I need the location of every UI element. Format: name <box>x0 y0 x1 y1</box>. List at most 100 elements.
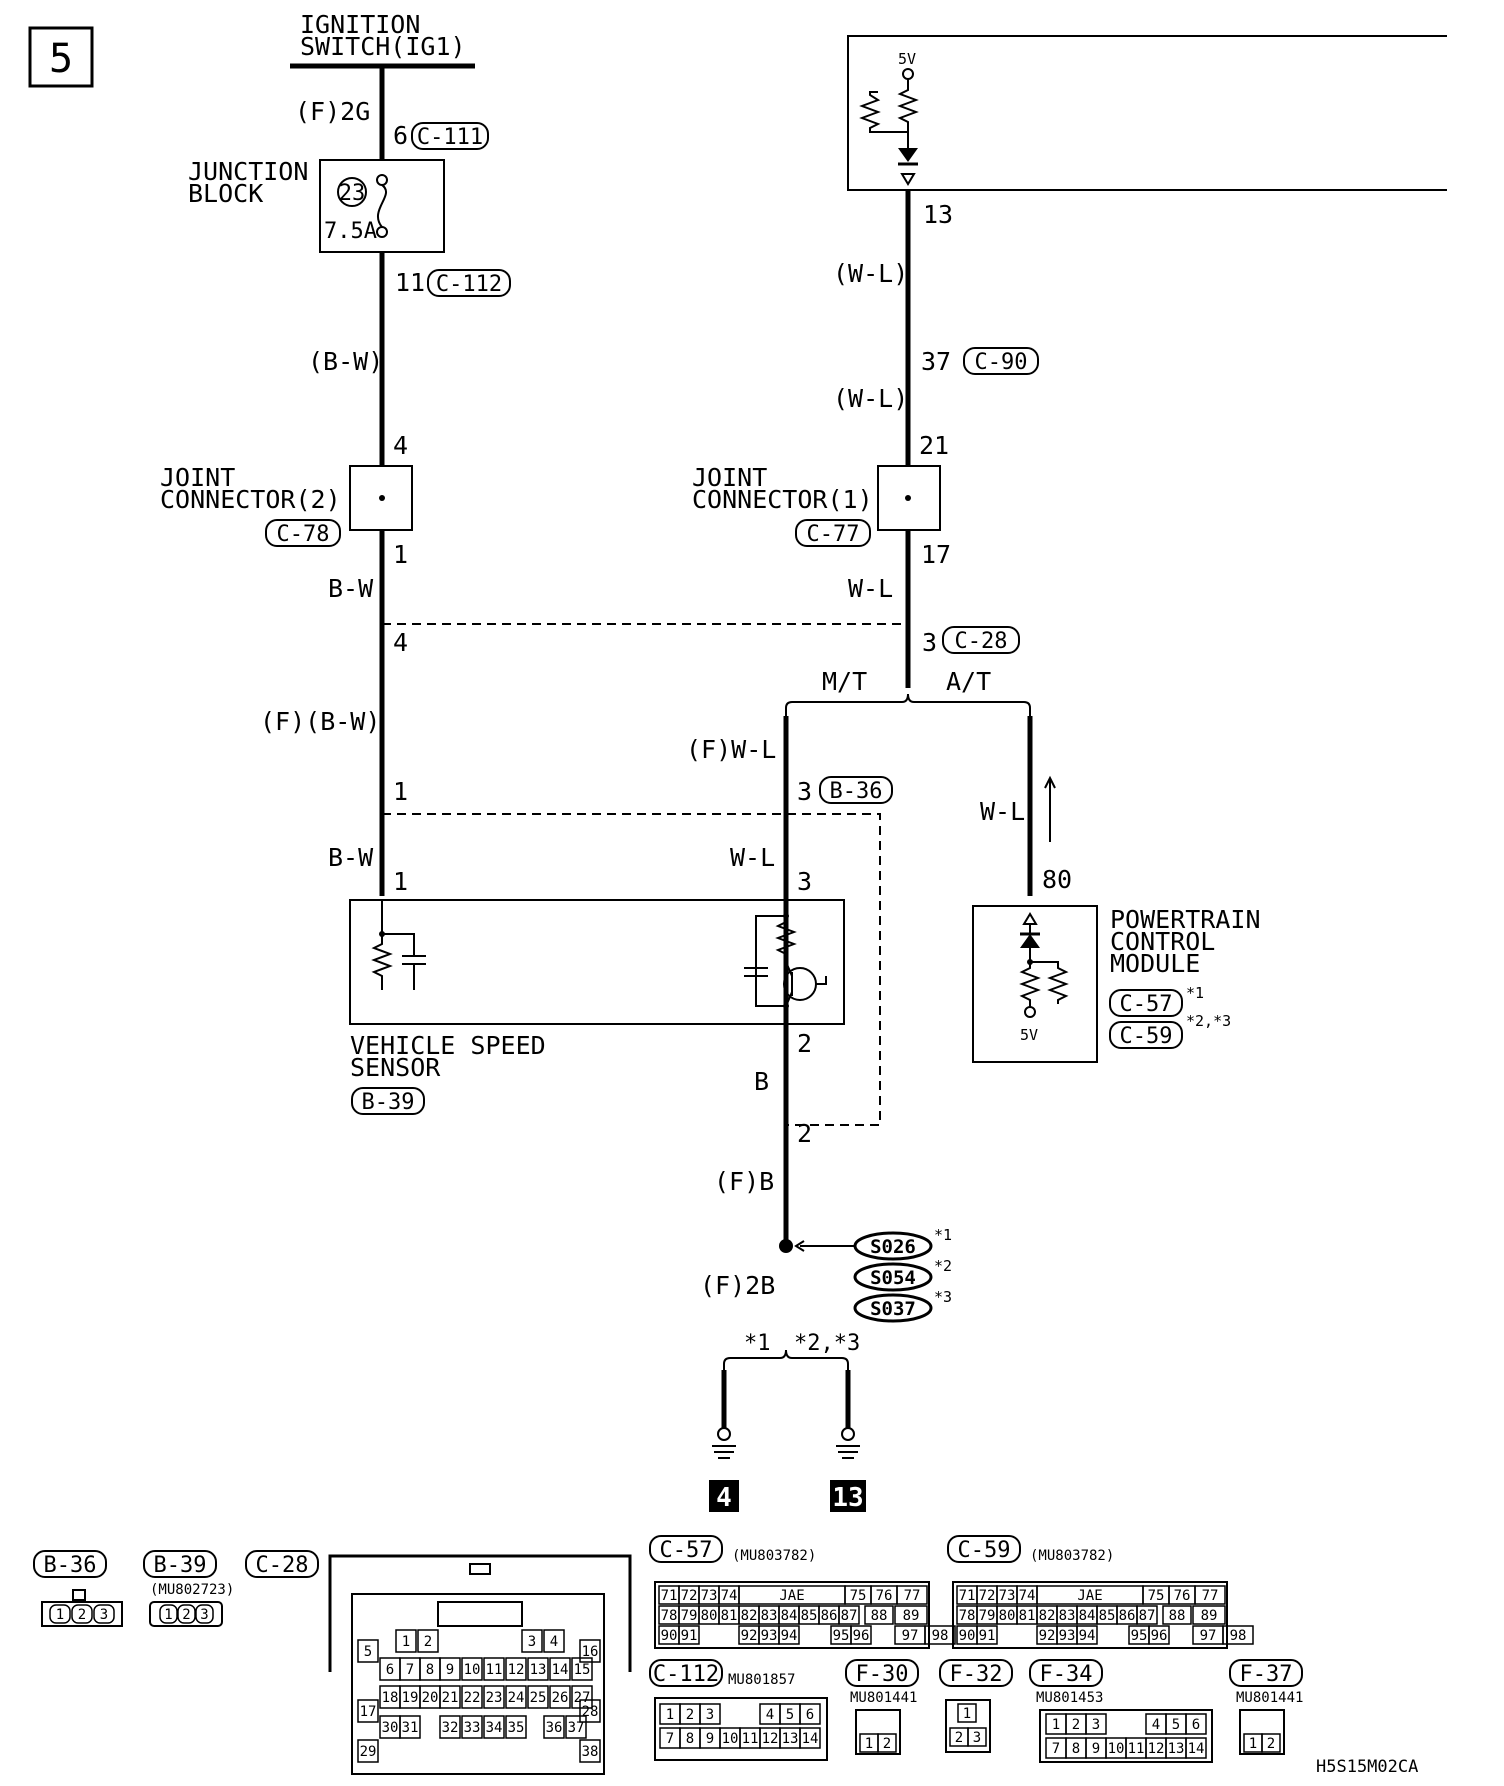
pcm-top-5v: 5V <box>898 50 916 68</box>
c28-pin-35: 35 <box>508 1720 525 1736</box>
f34-pin-10: 10 <box>1108 1741 1125 1757</box>
b39-pin-1: 1 <box>164 1607 172 1623</box>
c28-pin-23-cell <box>483 1685 505 1709</box>
c59-pin-91-cell <box>976 1625 998 1645</box>
b39-pin-2: 2 <box>182 1607 190 1623</box>
c59-pin-75: 75 <box>1148 1588 1165 1604</box>
c28-pin-22: 22 <box>464 1690 481 1706</box>
pin-1a: 1 <box>393 540 408 569</box>
wire-wl-2: W-L <box>730 843 775 872</box>
c57-pin-83: 83 <box>761 1608 778 1624</box>
pin-1c: 1 <box>393 867 408 896</box>
vss-resistor-left <box>371 934 393 990</box>
c28-pin-6: 6 <box>386 1662 394 1678</box>
c28-pin-9-cell <box>439 1657 461 1681</box>
face-f32-label: F-32 <box>950 1662 1003 1687</box>
f34-pin-3-cell <box>1085 1713 1107 1735</box>
face-b36-box <box>33 1550 107 1578</box>
c59-pin-85: 85 <box>1099 1608 1116 1624</box>
pcm-5v-terminal <box>1024 1006 1036 1018</box>
c28-pin-13-cell <box>527 1657 549 1681</box>
pin-2a: 2 <box>797 1029 812 1058</box>
c57-pin-94-cell <box>778 1625 800 1645</box>
c28-pin-25-cell <box>527 1685 549 1709</box>
c28-pin-5-cell <box>357 1639 379 1663</box>
f30-pin-2: 2 <box>883 1736 891 1752</box>
c28-pin-4-cell <box>543 1629 565 1653</box>
c59-pin-80: 80 <box>999 1608 1016 1624</box>
c28-pin-37-cell <box>565 1715 587 1739</box>
b36-pin-1: 1 <box>56 1607 64 1623</box>
face-b39-box <box>143 1550 217 1578</box>
c28-pin-17-cell <box>357 1699 379 1723</box>
face-c28-box <box>245 1550 319 1578</box>
ground-ref-13: 13 <box>832 1483 863 1513</box>
face-f37-part: MU801441 <box>1236 1690 1303 1706</box>
conn-c28-box <box>942 626 1020 654</box>
f34-pin-2: 2 <box>1072 1717 1080 1733</box>
c57-pin-87: 87 <box>841 1608 858 1624</box>
c112-pin-3: 3 <box>706 1707 714 1723</box>
c57-pin-91-cell <box>678 1625 700 1645</box>
conn-c57-box <box>1109 989 1183 1017</box>
conn-c112-box <box>427 269 511 297</box>
ground-ref-4-box <box>709 1480 739 1512</box>
c28-pin-34-cell <box>483 1715 505 1739</box>
face-b39-label: B-39 <box>154 1553 207 1578</box>
c28-pin-21: 21 <box>442 1690 459 1706</box>
c57-pin-96: 96 <box>853 1628 870 1644</box>
c28-pin-4: 4 <box>550 1634 558 1650</box>
c28-pin-36-cell <box>543 1715 565 1739</box>
c112-pin-12: 12 <box>762 1731 779 1747</box>
f32-pin-3-cell <box>967 1727 987 1747</box>
vss-label-1: VEHICLE SPEED <box>350 1031 546 1060</box>
face-c57-part: (MU803782) <box>732 1548 816 1564</box>
c112-pin-3-cell <box>699 1703 721 1725</box>
vss-node-bottom <box>783 1003 789 1009</box>
c57-pin-80: 80 <box>701 1608 718 1624</box>
pcm-top-resistor-1 <box>897 79 919 148</box>
branch-right-note: *2,*3 <box>794 1331 860 1356</box>
pin-37: 37 <box>921 347 951 376</box>
b36-pin-2: 2 <box>78 1607 86 1623</box>
c59-pin-77-cell <box>1194 1585 1226 1605</box>
face-b39 <box>149 1601 223 1627</box>
c57-pin-76: 76 <box>876 1588 893 1604</box>
c28-pin-27: 27 <box>574 1690 591 1706</box>
c59-pin-JAE: JAE <box>1077 1588 1102 1604</box>
fuse-terminal-bottom <box>376 226 388 238</box>
face-f34-part: MU801453 <box>1036 1690 1103 1706</box>
pcm-label-3: MODULE <box>1110 949 1200 978</box>
ground-ref-4: 4 <box>716 1483 732 1513</box>
b39-pin-2-cell <box>177 1604 196 1624</box>
c57-pin-86: 86 <box>821 1608 838 1624</box>
splice-s026: S026 <box>870 1236 916 1258</box>
c28-pin-11-cell <box>483 1657 505 1681</box>
face-c28-label: C-28 <box>256 1553 309 1578</box>
face-f34-label: F-34 <box>1040 1662 1093 1687</box>
c59-pin-94: 94 <box>1079 1628 1096 1644</box>
f37-pin-2: 2 <box>1267 1736 1275 1752</box>
c57-pin-98: 98 <box>932 1628 949 1644</box>
c112-pin-4: 4 <box>766 1707 774 1723</box>
wire-bw-paren: (B-W) <box>308 347 383 376</box>
c28-pin-5: 5 <box>364 1644 372 1660</box>
c28-pin-11: 11 <box>486 1662 503 1678</box>
c59-pin-97: 97 <box>1200 1628 1217 1644</box>
c28-pin-38-cell <box>579 1739 601 1763</box>
face-c59-part: (MU803782) <box>1030 1548 1114 1564</box>
conn-c57: C-57 <box>1120 992 1173 1017</box>
face-f30-label: F-30 <box>856 1662 909 1687</box>
vss-cap-loop <box>755 915 786 1007</box>
c57-pin-81: 81 <box>721 1608 738 1624</box>
conn-c90: C-90 <box>975 350 1028 375</box>
c112-pin-14-cell <box>799 1727 821 1749</box>
c28-pin-9: 9 <box>446 1662 454 1678</box>
pin-11: 11 <box>395 268 425 297</box>
f34-pin-14: 14 <box>1188 1741 1205 1757</box>
